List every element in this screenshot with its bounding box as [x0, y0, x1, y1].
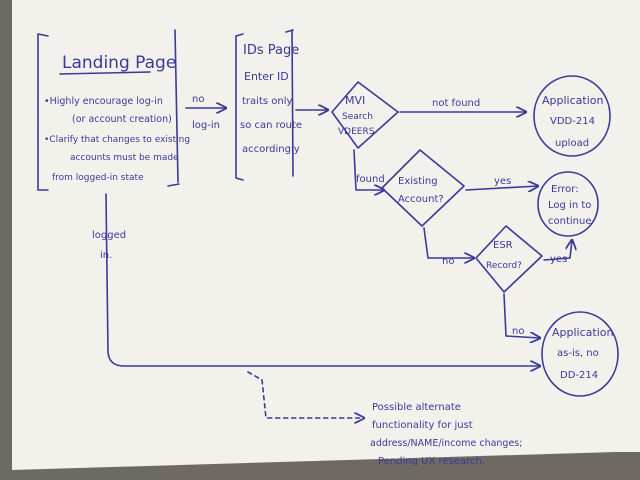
landing-bullet-4: accounts must be made: [70, 153, 179, 163]
landing-page-title: Landing Page: [62, 53, 176, 73]
application-noupload-node: Application as-is, no DD-214: [541, 311, 619, 397]
arrow-existing-no: [423, 227, 474, 258]
landing-page-node: Landing Page •Highly encourage log-in (o…: [37, 29, 190, 191]
ids-page-box: [235, 29, 294, 181]
arrow-esr-no: [503, 293, 540, 338]
note-line-1: Possible alternate: [372, 402, 461, 413]
arrow-logged-in: [105, 193, 540, 366]
landing-bullet-5: from logged-in state: [52, 173, 144, 183]
edge-label-no: no: [192, 94, 204, 105]
note-line-2: functionality for just: [372, 420, 473, 431]
paper-sheet: [12, 0, 640, 470]
mvi-line-1: MVI: [345, 94, 365, 107]
edge-label-not-found: not found: [432, 98, 480, 109]
note-line-3: address/NAME/income changes;: [370, 438, 522, 449]
ids-page-line-1: Enter ID: [244, 70, 289, 83]
esr-diamond: [475, 225, 543, 293]
ids-page-line-2: traits only: [242, 96, 292, 107]
alternate-functionality-note: Possible alternate functionality for jus…: [370, 402, 522, 467]
edge-label-no-1: no: [442, 256, 454, 267]
esr-line-1: ESR: [493, 240, 513, 251]
mvi-diamond: [331, 81, 399, 149]
existing-line-1: Existing: [398, 176, 438, 187]
arrow-mvi-found: [353, 149, 384, 190]
error-line-1: Error:: [551, 184, 579, 195]
arrow-esr-yes: [543, 240, 572, 261]
esr-line-2: Record?: [486, 261, 522, 271]
application-upload-circle: [533, 75, 611, 157]
ids-page-title: IDs Page: [243, 43, 299, 58]
error-node: Error: Log in to continue: [537, 171, 599, 237]
ids-page-node: IDs Page Enter ID traits only so can rou…: [235, 29, 302, 181]
app-noupload-line-2: as-is, no: [557, 348, 599, 359]
existing-account-diamond: [381, 149, 465, 227]
error-line-2: Log in to: [548, 200, 591, 211]
edge-label-login: log-in: [192, 120, 220, 131]
ids-page-line-3: so can route: [240, 120, 302, 131]
mvi-line-2: Search: [342, 112, 373, 122]
edge-label-yes-1: yes: [494, 176, 511, 187]
edge-label-yes-2: yes: [550, 254, 567, 265]
app-upload-line-2: VDD-214: [550, 116, 595, 127]
mvi-decision-node: MVI Search VDEERS: [331, 81, 399, 149]
app-upload-line-1: Application: [542, 94, 603, 107]
edge-label-logged: logged: [92, 230, 126, 241]
app-upload-line-3: upload: [555, 138, 589, 149]
landing-bullet-2: (or account creation): [72, 114, 172, 125]
application-noupload-circle: [541, 311, 619, 397]
esr-decision-node: ESR Record?: [475, 225, 543, 293]
error-line-3: continue: [548, 216, 591, 227]
existing-line-2: Account?: [398, 194, 444, 205]
existing-account-decision-node: Existing Account?: [381, 149, 465, 227]
arrow-alternate-dashed: [247, 371, 364, 418]
ids-page-line-4: accordingly: [242, 144, 300, 155]
application-upload-node: Application VDD-214 upload: [533, 75, 611, 157]
error-circle: [537, 171, 599, 237]
landing-page-title-underline: [59, 71, 151, 75]
edge-label-in: in.: [100, 250, 112, 261]
arrow-existing-yes: [465, 186, 538, 190]
landing-bullet-1: •Highly encourage log-in: [44, 96, 163, 107]
landing-page-box: [37, 29, 180, 191]
mvi-line-3: VDEERS: [338, 127, 375, 137]
edge-label-no-2: no: [512, 326, 524, 337]
note-line-4: Pending UX research.: [378, 456, 485, 467]
app-noupload-line-3: DD-214: [560, 370, 598, 381]
landing-bullet-3: •Clarify that changes to existing: [44, 135, 190, 145]
edge-label-found: found: [356, 174, 385, 185]
app-noupload-line-1: Application: [552, 326, 613, 339]
